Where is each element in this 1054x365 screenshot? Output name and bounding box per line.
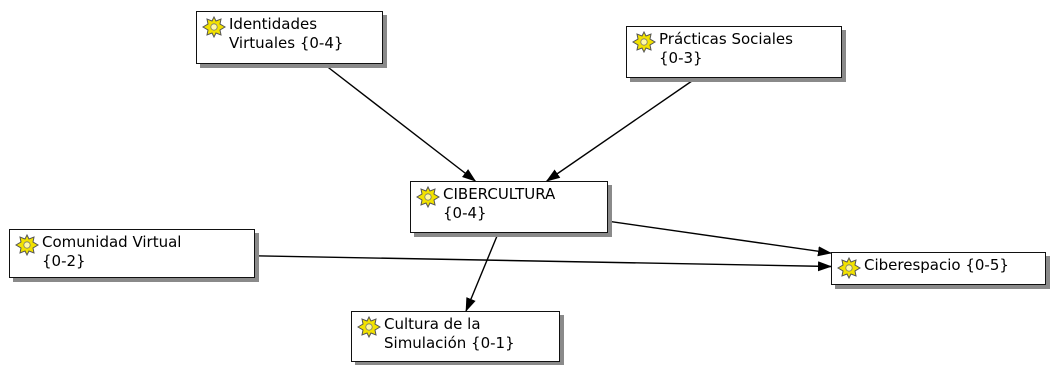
node-ciberespacio[interactable]: Ciberespacio {0-5} (831, 252, 1046, 285)
node-label-line: Comunidad Virtual (42, 233, 182, 251)
node-label-line: Virtuales {0-4} (229, 34, 344, 52)
node-label-line: CIBERCULTURA (443, 185, 556, 203)
node-label-line: Simulación {0-1} (384, 334, 515, 352)
edge-cibercultura-to-cultura (465, 232, 499, 312)
node-cibercultura[interactable]: CIBERCULTURA {0-4} (410, 181, 608, 233)
node-label-line: Prácticas Sociales (659, 30, 793, 48)
network-node-icon (632, 31, 656, 53)
node-label-line: Ciberespacio {0-5} (864, 256, 1009, 274)
network-node-icon (416, 186, 440, 208)
node-comunidad-virtual[interactable]: Comunidad Virtual {0-2} (9, 229, 255, 278)
edge-cibercultura-to-ciberespacio (607, 220, 832, 257)
node-practicas-sociales[interactable]: Prácticas Sociales {0-3} (626, 26, 842, 78)
node-label-line: Cultura de la (384, 315, 481, 333)
network-node-icon (837, 257, 861, 279)
edge-comunidad-to-ciberespacio (254, 255, 832, 272)
node-label-line: {0-4} (443, 204, 487, 222)
node-label-line: {0-2} (42, 252, 86, 270)
node-label-line: {0-3} (659, 49, 703, 67)
network-node-icon (202, 16, 226, 38)
network-node-icon (15, 234, 39, 256)
node-label-line: Identidades (229, 15, 318, 33)
node-cultura-de-la-simulacion[interactable]: Cultura de la Simulación {0-1} (351, 311, 560, 362)
edge-identidades-to-cibercultura (323, 63, 477, 182)
node-identidades-virtuales[interactable]: Identidades Virtuales {0-4} (196, 11, 383, 64)
edge-layer (254, 63, 832, 312)
network-node-icon (357, 316, 381, 338)
edge-practicas-to-cibercultura (545, 77, 697, 182)
